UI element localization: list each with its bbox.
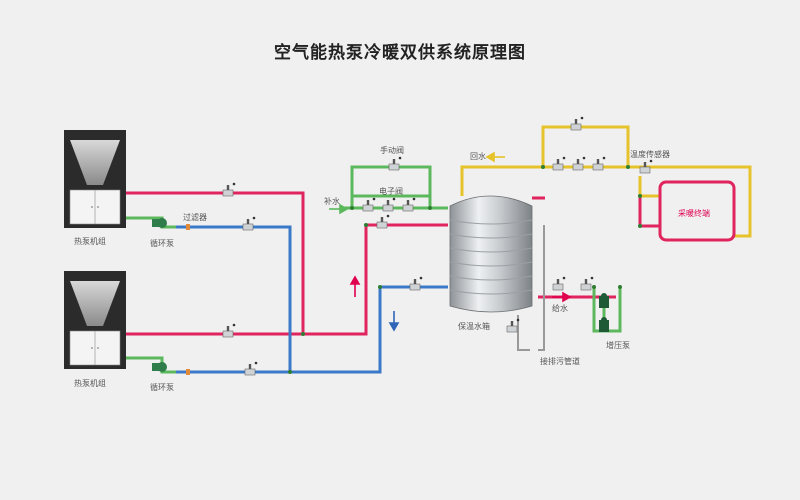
insulated-water-tank <box>449 195 533 313</box>
booster-pump-label: 增压泵 <box>606 341 630 350</box>
circulation-pump-2-icon <box>152 362 167 372</box>
diagram-title: 空气能热泵冷暖双供系统原理图 <box>274 43 526 63</box>
insulated-tank-label: 保温水箱 <box>458 322 490 331</box>
valves <box>222 116 653 376</box>
flow-arrow-up-red <box>349 275 361 297</box>
return-water-label: 回水 <box>470 152 486 161</box>
electronic-valve-label: 电子阀 <box>379 187 403 196</box>
pipe-junctions <box>288 165 642 374</box>
flow-arrow-left-yellow <box>485 151 505 163</box>
heating-terminal-label: 采暖终端 <box>678 209 710 218</box>
cold-water-pipes <box>176 225 448 374</box>
booster-pump-1-icon <box>599 293 609 308</box>
drain-pipes <box>517 225 545 351</box>
circulation-pump-1-icon <box>152 218 167 228</box>
flow-arrow-right-green <box>329 203 349 215</box>
flow-arrow-down-blue <box>388 311 400 332</box>
flow-arrows <box>329 151 572 332</box>
heat-pump-label-2: 热泵机组 <box>74 379 106 388</box>
makeup-water-label: 补水 <box>324 197 340 206</box>
heat-pump-unit-1 <box>64 130 126 228</box>
booster-pump-2-icon <box>599 317 609 332</box>
supply-pipes <box>126 165 622 374</box>
temperature-sensor-label: 温度传感器 <box>630 150 670 159</box>
filter-icon <box>186 224 190 375</box>
filter-label: 过滤器 <box>183 213 207 222</box>
circulation-pump-label-1: 循环泵 <box>150 239 174 248</box>
heat-pump-unit-2 <box>64 271 126 369</box>
flow-arrow-right-red <box>552 291 572 303</box>
circulation-pump-label-2: 循环泵 <box>150 383 174 392</box>
heat-pump-label-1: 热泵机组 <box>74 237 106 246</box>
drain-pipe-label: 接排污管道 <box>540 357 580 366</box>
manual-valve-label: 手动阀 <box>380 146 404 155</box>
supply-water-label: 给水 <box>552 304 568 313</box>
heating-terminal <box>658 180 736 242</box>
